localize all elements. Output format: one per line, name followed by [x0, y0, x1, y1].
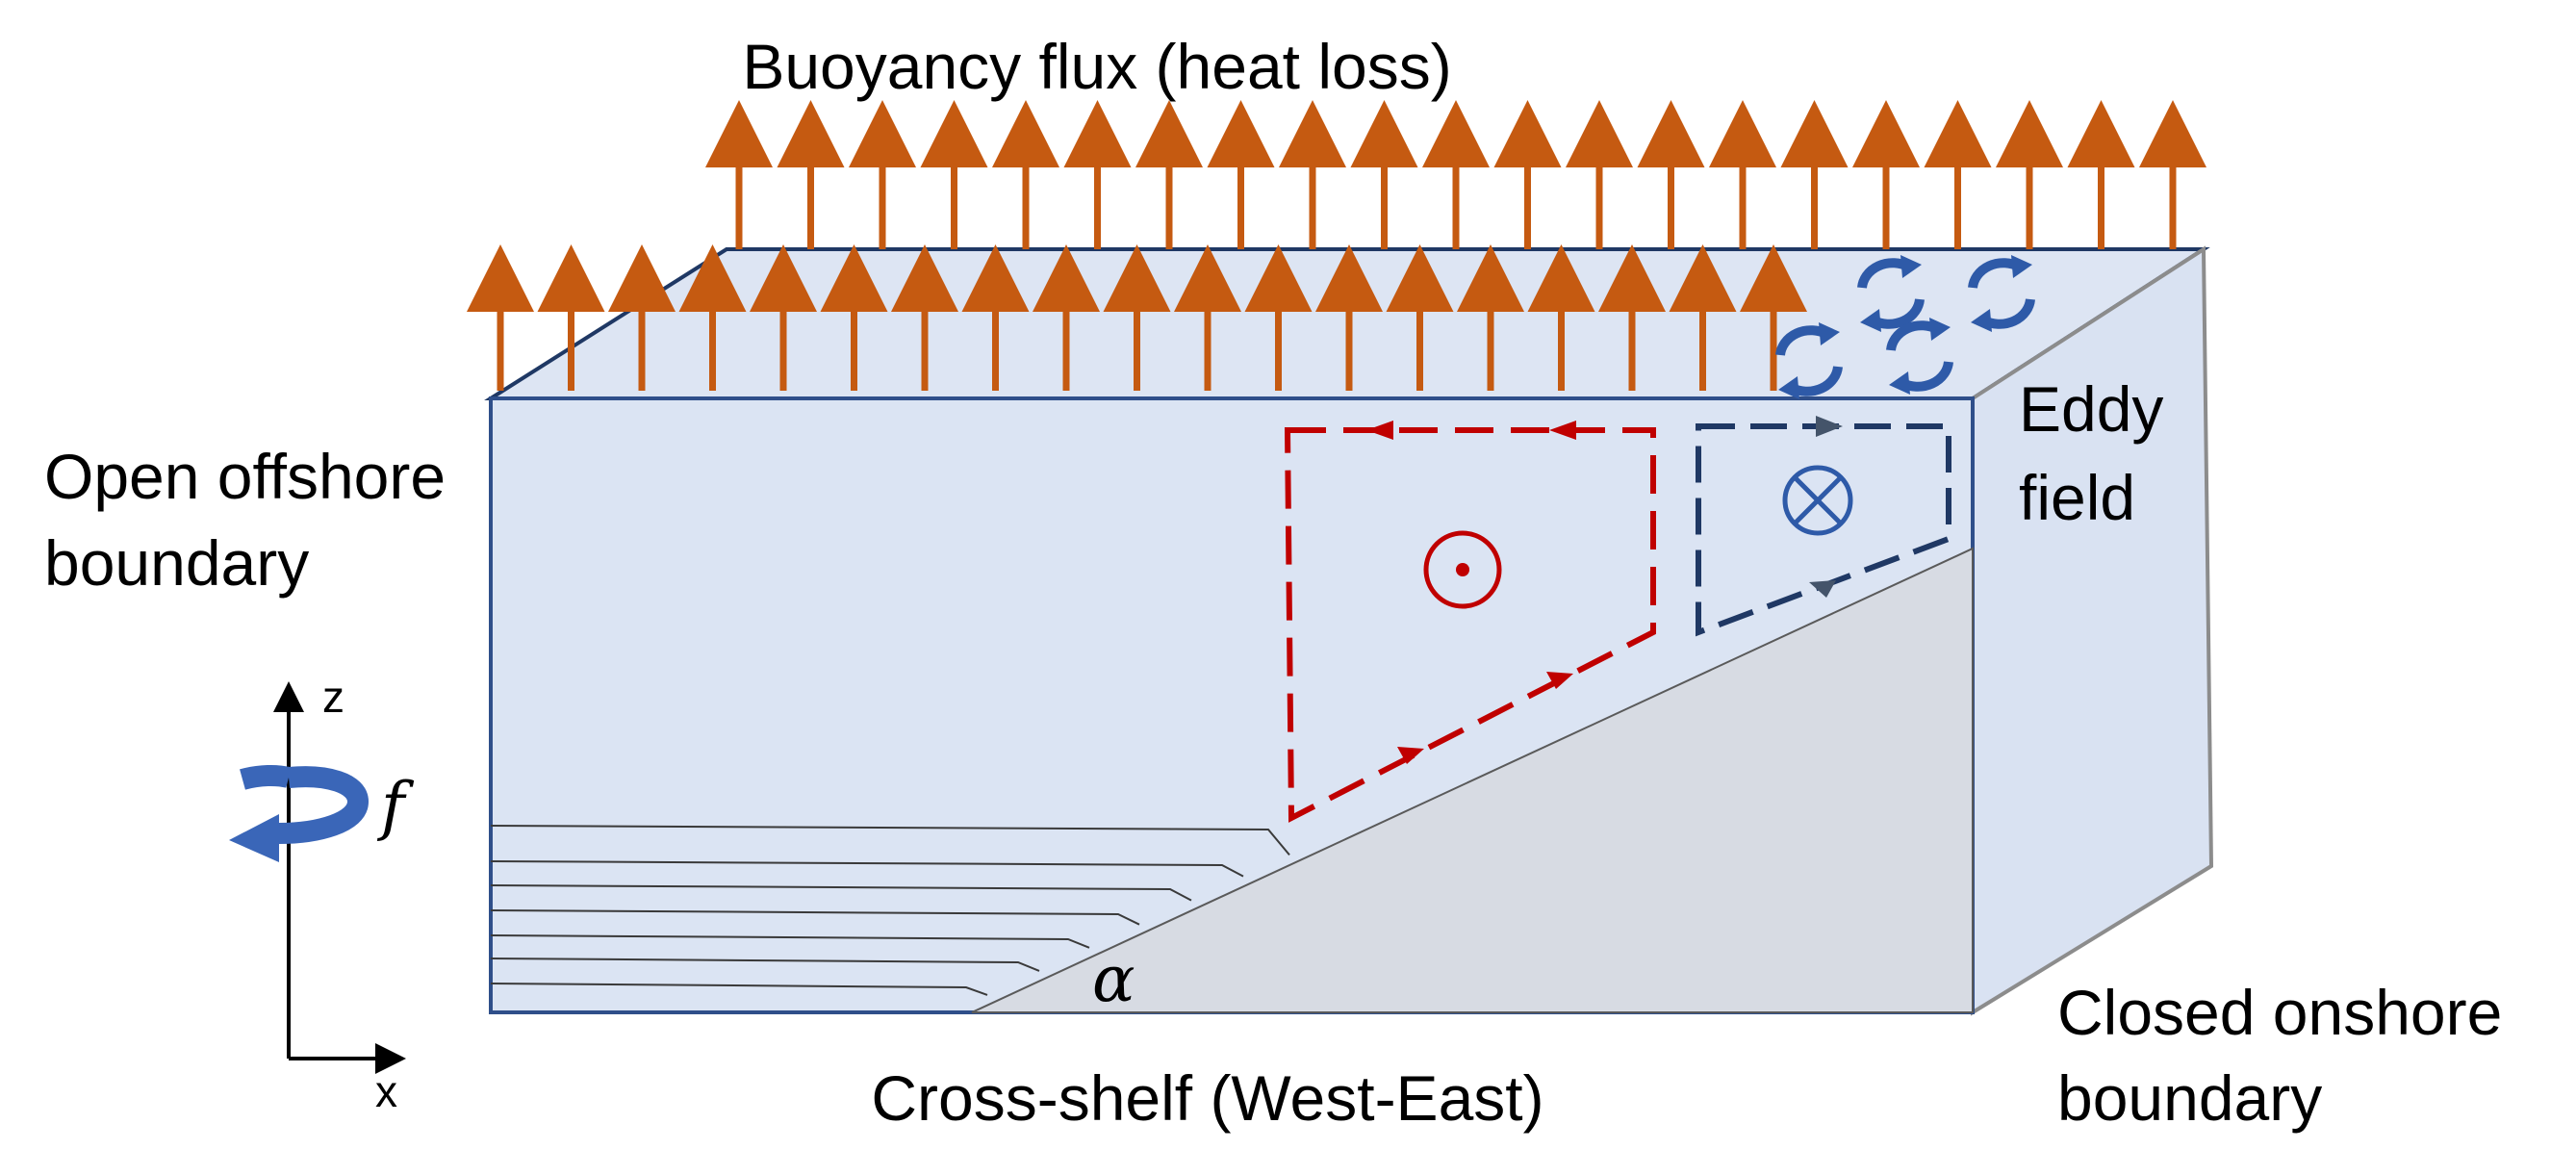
buoyancy-flux-label: Buoyancy flux (heat loss): [742, 31, 1451, 102]
swirl-arrowhead: [1900, 255, 1922, 278]
swirl-arrowhead: [1889, 371, 1910, 395]
swirl-arrowhead: [1819, 322, 1840, 345]
swirl-arrowhead: [2011, 255, 2032, 278]
isopycnal-line: [490, 825, 1290, 856]
onshore-boundary-label-line1: Closed onshore: [2057, 977, 2502, 1048]
swirl-arrowhead: [1860, 309, 1881, 332]
into-page-flow-icon: [1782, 465, 1853, 536]
eddy-cell: [1696, 416, 1951, 637]
cell-arrowhead-top-2: [1549, 421, 1576, 440]
eddy-swirl-icon: [1968, 255, 2035, 332]
isopycnal-line: [490, 860, 1244, 878]
swirl-arrowhead: [1778, 376, 1799, 399]
swirl-arrowhead: [1929, 318, 1951, 341]
continental-slope: [971, 547, 1974, 1013]
overturning-cell: [1284, 421, 1656, 823]
buoyancy-flux-arrows-front: [467, 244, 1807, 391]
eddy-arrowhead-top: [1816, 416, 1843, 437]
eddy-swirl-icon: [1857, 255, 1925, 332]
isopycnal-line: [490, 884, 1192, 902]
cell-arrowhead-top-1: [1366, 421, 1393, 440]
buoyancy-flux-arrows-back: [705, 100, 2206, 249]
slope-angle-label: α: [1092, 942, 1135, 1016]
z-axis-label: z: [322, 672, 344, 722]
swirl-arrowhead: [1971, 309, 1992, 332]
cell-arrowhead-bottom-1: [1397, 747, 1424, 764]
eddy-cell-loop: [1696, 423, 1951, 637]
rotation-arrow-icon: [229, 764, 370, 862]
eddy-field-label-line1: Eddy: [2019, 373, 2163, 445]
onshore-boundary-label-line2: boundary: [2057, 1062, 2322, 1134]
eddy-swirl-icon: [1886, 318, 1953, 395]
out-of-page-flow-icon: [1423, 530, 1502, 609]
eddy-swirl-icon: [1775, 322, 1843, 399]
coriolis-parameter-label: f: [376, 769, 415, 843]
eddy-field-label-line2: field: [2019, 462, 2135, 533]
x-axis-label: x: [375, 1066, 397, 1116]
coordinate-axes: [229, 681, 406, 1074]
offshore-boundary-label-line2: boundary: [44, 527, 309, 599]
eddy-field-swirls: [1775, 255, 2035, 399]
isopycnal-line: [490, 909, 1140, 926]
isopycnal-line: [490, 983, 988, 996]
stratification-lines: [490, 825, 1290, 996]
cross-shelf-label: Cross-shelf (West-East): [871, 1062, 1543, 1134]
offshore-boundary-label-line1: Open offshore: [44, 441, 446, 512]
overturning-cell-loop: [1284, 427, 1656, 823]
isopycnal-line: [490, 934, 1090, 949]
isopycnal-line: [490, 958, 1040, 972]
cell-arrowhead-bottom-2: [1546, 672, 1573, 689]
eddy-arrowhead-bottom: [1809, 580, 1836, 598]
